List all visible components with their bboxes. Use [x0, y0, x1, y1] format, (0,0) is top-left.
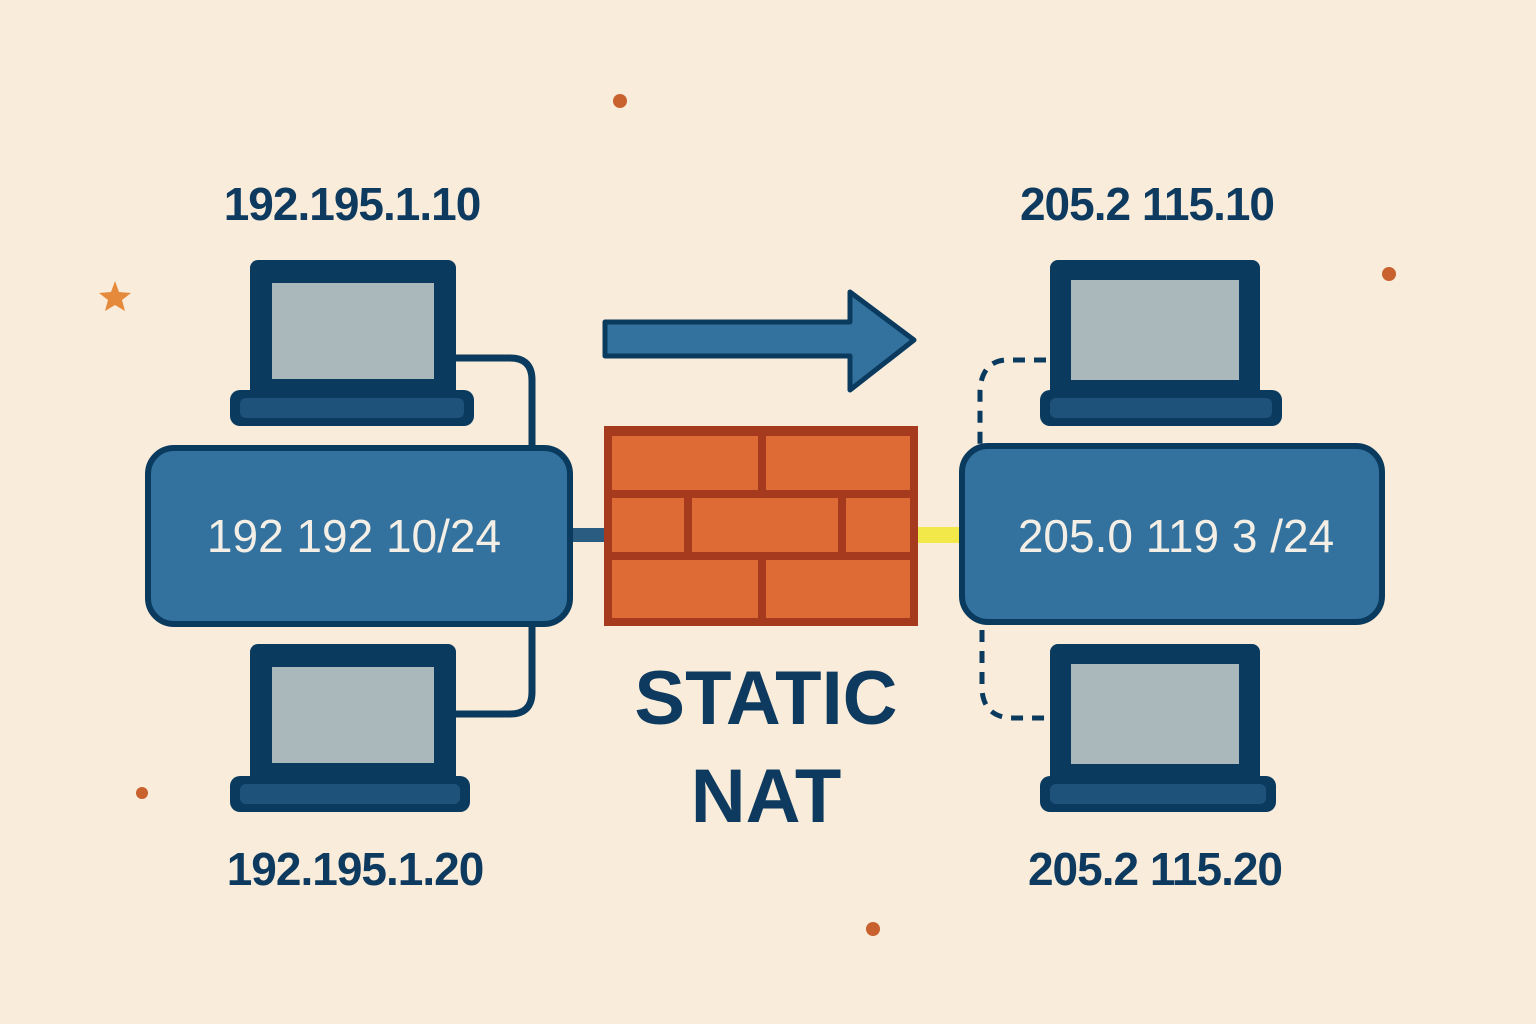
outside-host-top-ip: 205.2 115.10 [1020, 178, 1274, 230]
laptop-icon-outside-top [1040, 260, 1282, 426]
inside-host-top-ip: 192.195.1.10 [224, 178, 481, 230]
outside-network-box [959, 443, 1385, 625]
decor-dot [866, 922, 880, 936]
laptop-icon-outside-bottom [1040, 644, 1276, 812]
cable-inside-firewall [568, 528, 608, 542]
decor-dot [136, 787, 148, 799]
link-firewall-outside [918, 527, 966, 543]
cable-inside-top [456, 354, 536, 450]
laptop-icon-inside-bottom [230, 644, 470, 812]
laptop-icon-inside-top [230, 260, 474, 426]
title-static: STATIC [634, 656, 897, 741]
cable-inside-bottom [456, 622, 536, 718]
inside-network-label: 192 192 10/24 [207, 510, 501, 562]
dashed-link-outside-bottom [979, 630, 1046, 721]
inside-host-bottom-ip: 192.195.1.20 [227, 843, 484, 895]
decor-dot [613, 94, 627, 108]
title-nat: NAT [691, 754, 842, 839]
inside-network-box [145, 445, 573, 627]
decor-dot [1382, 267, 1396, 281]
outside-host-bottom-ip: 205.2 115.20 [1028, 843, 1282, 895]
dashed-link-outside-top [977, 357, 1046, 450]
firewall-icon [604, 426, 918, 626]
star-icon [99, 281, 131, 311]
outside-network-label: 205.0 119 3 /24 [1018, 510, 1334, 562]
arrow-right-icon [602, 289, 917, 393]
